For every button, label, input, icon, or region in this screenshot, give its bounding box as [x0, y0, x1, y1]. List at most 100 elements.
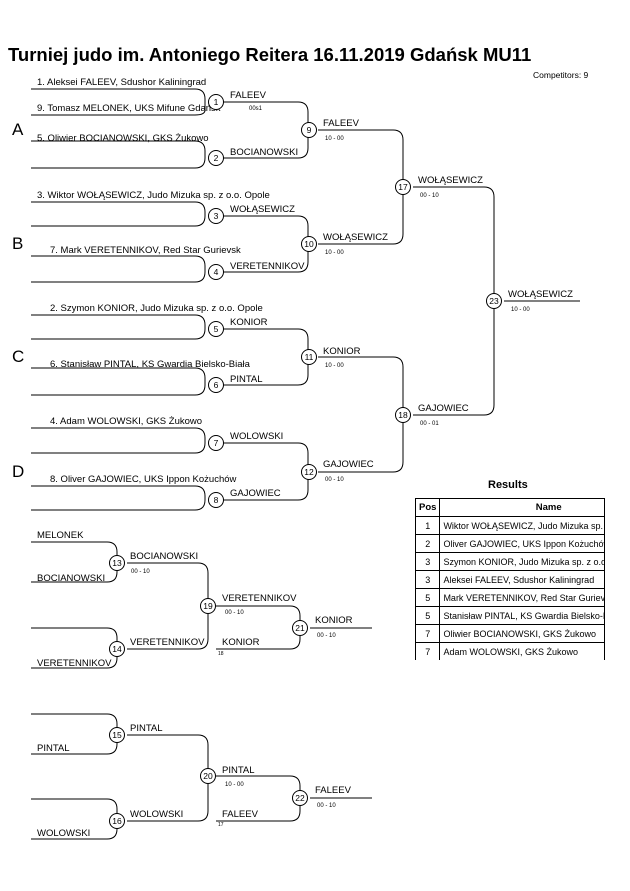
page-title: Turniej judo im. Antoniego Reitera 16.11…: [8, 44, 532, 65]
results-name: Wiktor WOŁĄSEWICZ, Judo Mizuka sp. z o.o…: [439, 516, 604, 535]
m3-winner: WOŁĄSEWICZ: [230, 204, 295, 215]
match-4-badge: 4: [208, 264, 224, 280]
svg-text:13: 13: [112, 558, 122, 568]
results-name: Oliwier BOCIANOWSKI, GKS Żukowo: [439, 624, 604, 643]
m16-winner: WOLOWSKI: [130, 809, 183, 820]
results-pos: 3: [415, 570, 441, 589]
match-21-badge: 21: [292, 620, 308, 636]
m9-winner: FALEEV: [323, 118, 360, 129]
results-name: Stanisław PINTAL, KS Gwardia Bielsko-Bia…: [439, 606, 604, 625]
m18-winner: GAJOWIEC: [418, 403, 469, 414]
m9-score: 10 - 00: [325, 136, 344, 142]
match-14-badge: 14: [109, 641, 125, 657]
m8-winner: GAJOWIEC: [230, 488, 281, 499]
match-1-badge: 1: [208, 94, 224, 110]
match-10-badge: 10: [301, 236, 317, 252]
entrant-8: 8. Oliver GAJOWIEC, UKS Ippon Kożuchów: [50, 474, 237, 485]
svg-text:8: 8: [214, 495, 219, 505]
match-13-badge: 13: [109, 555, 125, 571]
match-16-badge: 16: [109, 813, 125, 829]
m13-winner: BOCIANOWSKI: [130, 551, 198, 562]
m15-winner: PINTAL: [130, 723, 163, 734]
entrant-1: 1. Aleksei FALEEV, Sdushor Kaliningrad: [37, 77, 206, 88]
match-19-badge: 19: [200, 598, 216, 614]
entrant-2: 2. Szymon KONIOR, Judo Mizuka sp. z o.o.…: [50, 303, 263, 314]
results-name: Oliver GAJOWIEC, UKS Ippon Kożuchów: [439, 534, 604, 553]
svg-text:2: 2: [214, 153, 219, 163]
m12-winner: GAJOWIEC: [323, 459, 374, 470]
pool-d-label: D: [12, 462, 24, 481]
m11-winner: KONIOR: [323, 346, 361, 357]
m18-score: 00 - 01: [420, 421, 439, 427]
svg-text:21: 21: [295, 623, 305, 633]
match-22-badge: 22: [292, 790, 308, 806]
entrant-5: 5. Oliwier BOCIANOWSKI, GKS Żukowo: [37, 133, 209, 144]
m22-winner: FALEEV: [315, 785, 352, 796]
results-pos: 7: [415, 624, 441, 643]
results-header-name: Name: [439, 498, 604, 517]
results-name: Mark VERETENNIKOV, Red Star Gurievsk: [439, 588, 604, 607]
rep-entry-melonek: MELONEK: [37, 530, 84, 541]
entrant-4: 4. Adam WOLOWSKI, GKS Żukowo: [50, 416, 202, 427]
svg-text:23: 23: [489, 296, 499, 306]
m22-score: 00 - 10: [317, 803, 336, 809]
m12-score: 00 - 10: [325, 477, 344, 483]
rep-entry-pintal: PINTAL: [37, 743, 70, 754]
m4-winner: VERETENNIKOV: [230, 261, 305, 272]
results-header-pos: Pos: [415, 498, 441, 517]
svg-text:6: 6: [214, 380, 219, 390]
svg-text:20: 20: [203, 771, 213, 781]
match-17-badge: 17: [395, 179, 411, 195]
m14-winner: VERETENNIKOV: [130, 637, 205, 648]
svg-text:18: 18: [398, 410, 408, 420]
svg-text:14: 14: [112, 644, 122, 654]
m13-score: 00 - 10: [131, 569, 150, 575]
match-2-badge: 2: [208, 150, 224, 166]
match-9-badge: 9: [301, 122, 317, 138]
pool-a-label: A: [12, 120, 24, 139]
competitors-count: Competitors: 9: [533, 70, 589, 80]
m1-score: 00s1: [249, 106, 263, 112]
m10-score: 10 - 00: [325, 250, 344, 256]
pool-b-label: B: [12, 234, 23, 253]
m21-score: 00 - 10: [317, 633, 336, 639]
results-pos: 7: [415, 642, 441, 660]
entrant-6: 6. Stanisław PINTAL, KS Gwardia Bielsko-…: [50, 359, 251, 370]
m20-winner: PINTAL: [222, 765, 255, 776]
m21-entrant: KONIOR: [222, 637, 260, 648]
pool-c-label: C: [12, 347, 24, 366]
svg-text:17: 17: [398, 182, 408, 192]
m21-entrant-from: 18: [218, 651, 224, 657]
m21-winner: KONIOR: [315, 615, 353, 626]
m1-winner: FALEEV: [230, 90, 267, 101]
match-6-badge: 6: [208, 377, 224, 393]
results-name: Aleksei FALEEV, Sdushor Kaliningrad: [439, 570, 604, 589]
m6-winner: PINTAL: [230, 374, 263, 385]
match-8-badge: 8: [208, 492, 224, 508]
svg-text:7: 7: [214, 438, 219, 448]
svg-text:4: 4: [214, 267, 219, 277]
m11-score: 10 - 00: [325, 363, 344, 369]
m23-winner: WOŁĄSEWICZ: [508, 289, 573, 300]
svg-text:19: 19: [203, 601, 213, 611]
svg-text:16: 16: [112, 816, 122, 826]
results-title: Results: [488, 479, 528, 491]
svg-text:22: 22: [295, 793, 305, 803]
match-3-badge: 3: [208, 208, 224, 224]
rep-entry-veretennikov: VERETENNIKOV: [37, 658, 112, 669]
m20-score: 10 - 00: [225, 782, 244, 788]
svg-text:12: 12: [304, 467, 314, 477]
results-name: Szymon KONIOR, Judo Mizuka sp. z o.o. Op…: [439, 552, 604, 571]
svg-text:15: 15: [112, 730, 122, 740]
m5-winner: KONIOR: [230, 317, 268, 328]
svg-text:9: 9: [307, 125, 312, 135]
svg-text:11: 11: [305, 352, 314, 362]
